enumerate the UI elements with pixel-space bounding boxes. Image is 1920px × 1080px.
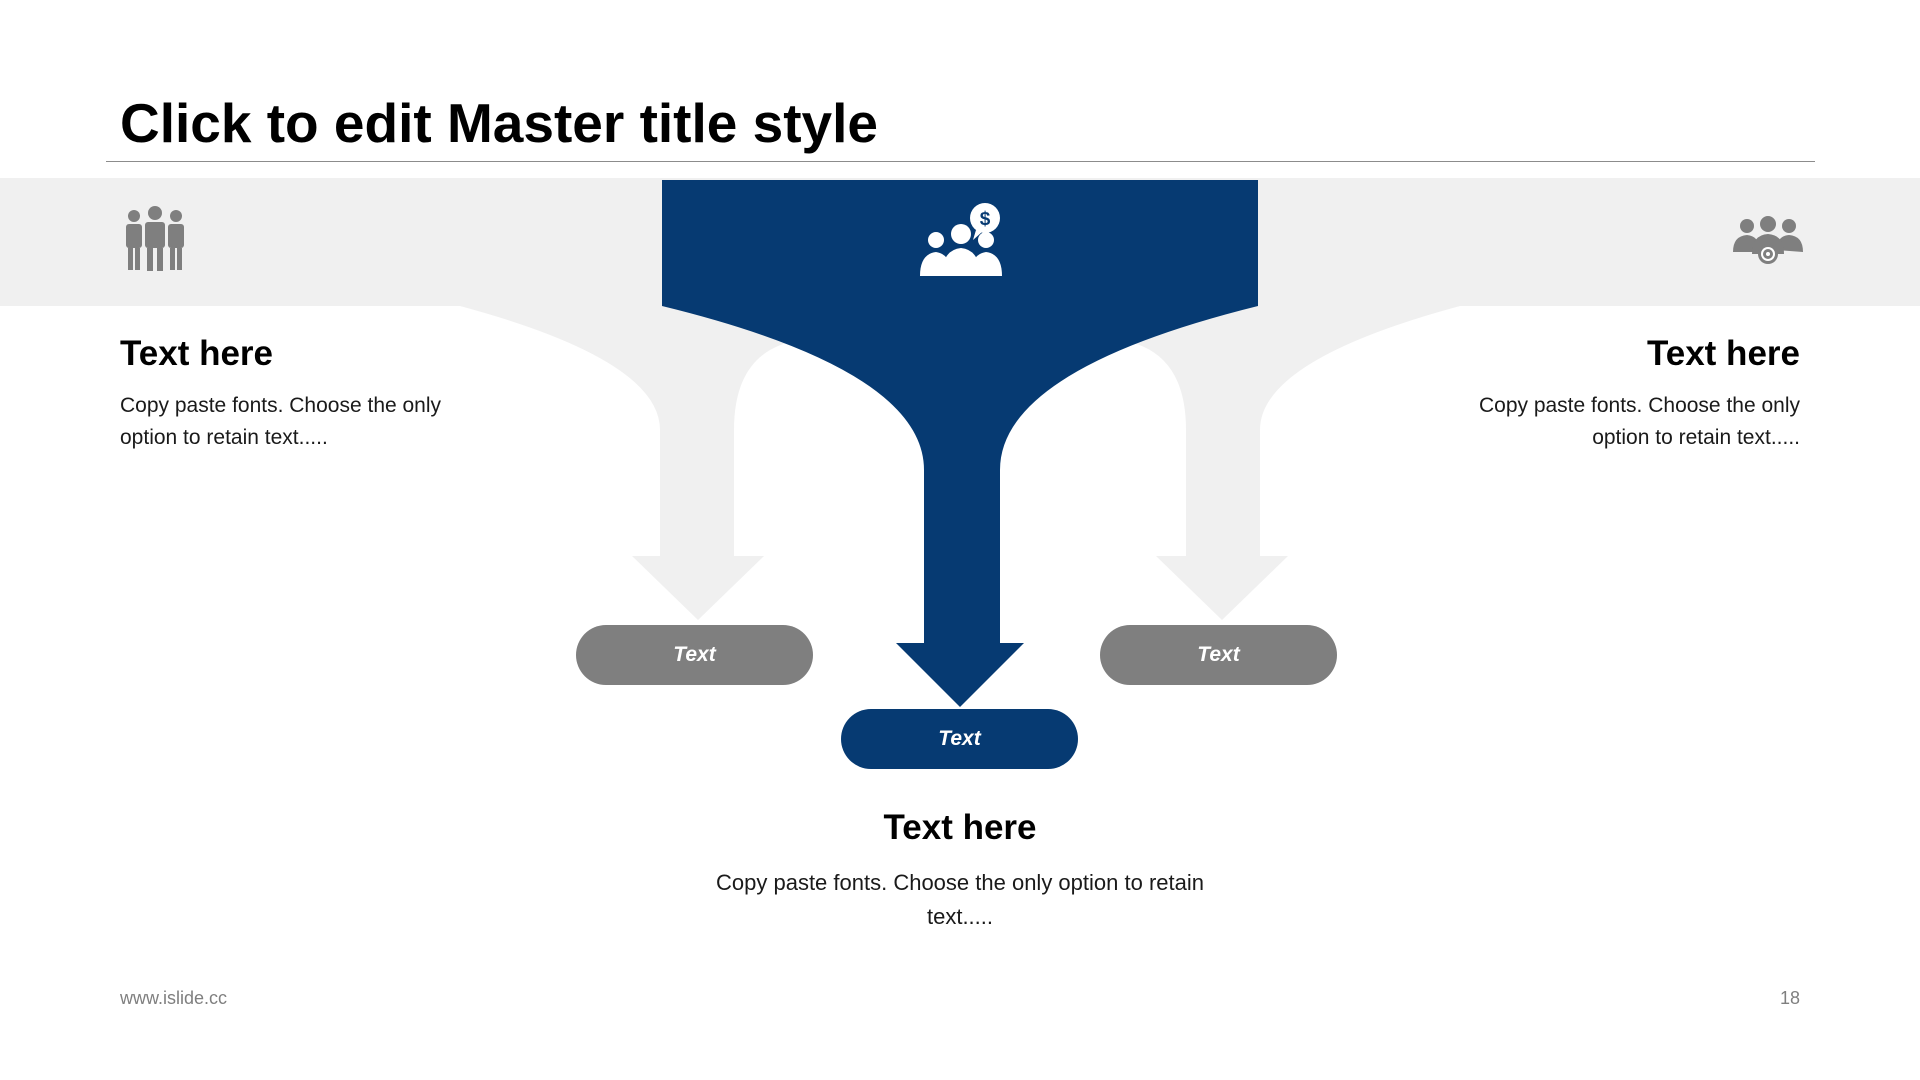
right-heading: Text here: [1646, 334, 1800, 373]
center-heading: Text here: [883, 808, 1037, 847]
left-pill[interactable]: Text: [576, 625, 813, 685]
left-heading: Text here: [120, 334, 274, 373]
left-pill-label: Text: [673, 643, 716, 666]
right-pill[interactable]: Text: [1100, 625, 1337, 685]
left-body-text: Copy paste fonts. Choose the only option…: [120, 394, 442, 449]
right-pill-label: Text: [1197, 643, 1240, 666]
center-funnel-arrow: [662, 180, 1258, 707]
slide-title: Click to edit Master title style: [120, 92, 878, 154]
footer-url[interactable]: www.islide.cc: [120, 988, 228, 1008]
left-flow-arrow: [460, 306, 800, 620]
center-body-text: Copy paste fonts. Choose the only option…: [716, 870, 1204, 929]
right-body-text: Copy paste fonts. Choose the only option…: [1478, 394, 1800, 449]
right-flow-arrow: [1120, 306, 1460, 620]
center-pill-label: Text: [938, 727, 981, 750]
people-gear-icon: [1733, 216, 1803, 264]
page-number: 18: [1779, 988, 1800, 1008]
team-people-icon: [126, 206, 184, 271]
center-pill[interactable]: Text: [841, 709, 1078, 769]
title-divider: [106, 161, 1815, 162]
people-dollar-icon: $: [920, 203, 1002, 276]
svg-text:$: $: [980, 209, 991, 230]
